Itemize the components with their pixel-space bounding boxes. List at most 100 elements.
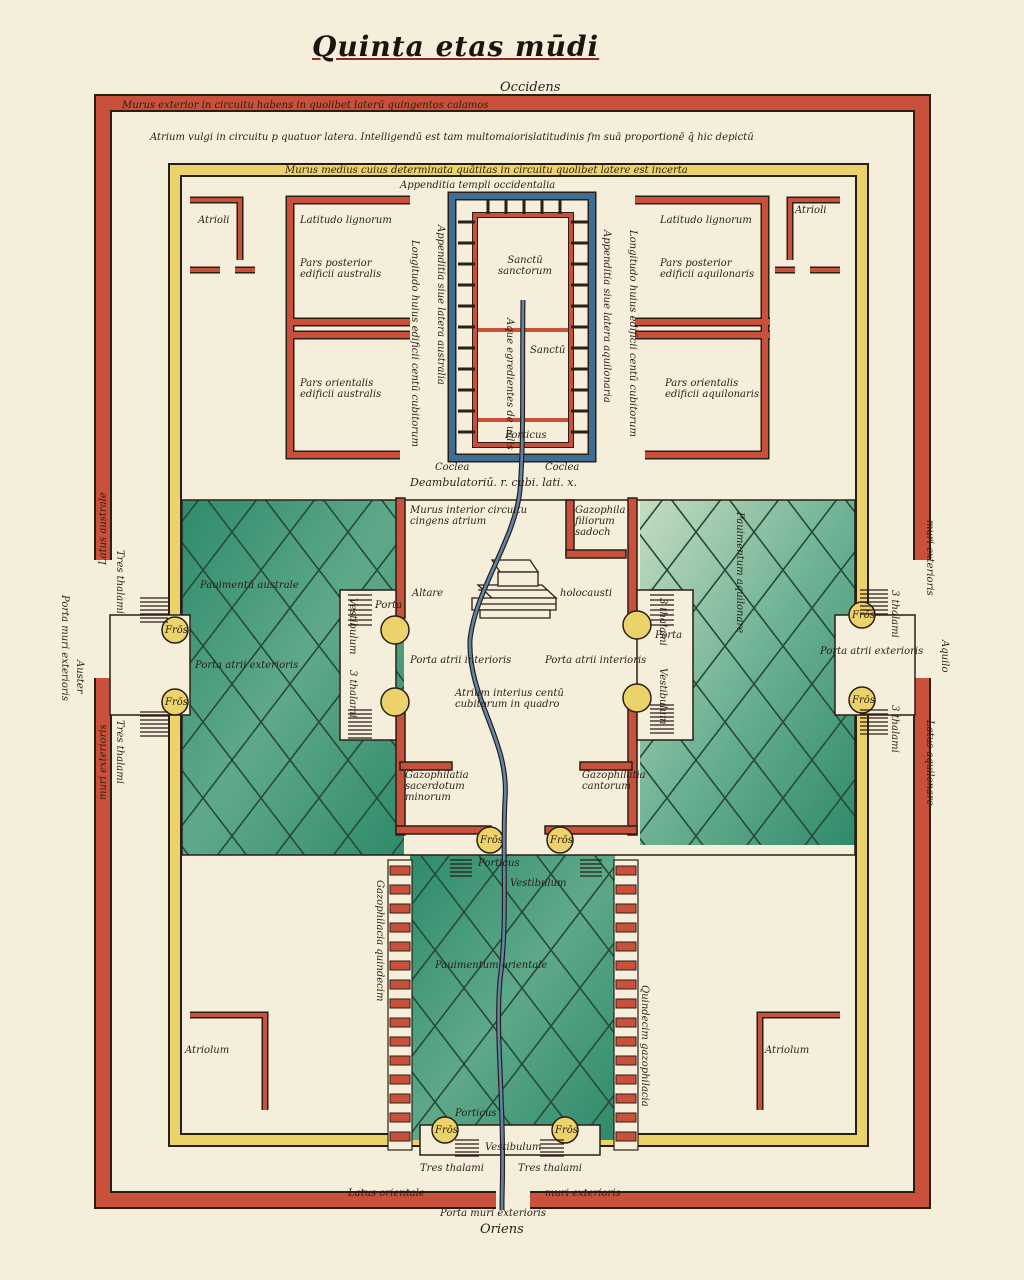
label-tres-thalami-right: Tres thalami [518,1163,582,1174]
label-porta-left-inner: Porta [375,600,403,611]
gazophilacium-cell [615,1112,637,1123]
gazophilacium-cell [389,884,411,895]
label-fros-inner-right: Frōs [550,835,573,846]
label-longitudo-aquilonaris: Longitudo huius edificii centū cubitorum [627,230,638,437]
label-coclea-left: Coclea [435,462,470,473]
gazophilacium-cell [615,884,637,895]
label-sanctum: Sanctū [530,345,566,356]
gazophilacium-cell [615,1131,637,1142]
label-vestibulum-inner: Vestibulum [510,878,567,889]
label-thalami-right-top: 3 thalami [889,590,900,638]
label-sanctum-sanctorum: Sanctū sanctorum [498,255,552,277]
label-gazophilacia-left: Gazophilacia quindecim [374,880,385,1002]
label-porticus-gate: Porticus [455,1108,497,1119]
altar-icon [471,559,558,619]
label-latus-orientale: Latus orientale [348,1188,425,1199]
label-porta-atrii-interioris-right: Porta atrii interioris [545,655,647,666]
label-oriens: Oriens [480,1222,524,1237]
gazophilacium-cell [615,979,637,990]
label-deambulatorium: Deambulatoriū. r. cubi. lati. x. [410,476,577,489]
gazophilacium-cell [389,1093,411,1104]
label-atrioli-top-right: Atrioli [795,205,827,216]
label-fros-gate-right: Frōs [555,1125,578,1136]
label-auster: Auster [74,660,85,694]
label-murus-medius: Murus medius cuius determinata quātitas … [285,165,688,176]
gazophilacium-cell [615,960,637,971]
gazophilacium-cell [615,1074,637,1085]
label-porticus-temple: Porticus [505,430,547,441]
green-pavements [181,499,856,1140]
label-latitudo-right: Latitudo lignorum [660,215,752,226]
gazophilacium-cell [615,922,637,933]
gazophilacium-cell [615,1093,637,1104]
label-porta-atrii-interioris-left: Porta atrii interioris [410,655,512,666]
label-fros-gate-left: Frōs [435,1125,458,1136]
label-muri-exterioris-right: muri exterioris [924,520,935,596]
label-thalami-left-inner: 3 thalami [347,670,358,718]
label-pars-posterior-aquilonaris: Pars posterior edificii aquilonaris [660,258,755,280]
gazophilacium-cell [389,979,411,990]
label-pauimentum-orientale: Pauimentum orientale [435,960,548,971]
inner-court-walls [395,497,638,836]
gazophilacium-cell [615,1036,637,1047]
stripes-right [615,865,637,1142]
label-tres-thalami-side-left: Tres thalami [114,550,125,614]
corner-atrioli-fill [190,198,840,1110]
label-fros-left-top: Frōs [165,625,188,636]
label-porta-muri-exterioris-left: Porta muri exterioris [59,595,70,701]
gazophilacium-cell [389,922,411,933]
label-porta-atrii-exterioris-right: Porta atrii exterioris [820,646,924,657]
label-thalami-right-bottom: 3 thalami [889,705,900,753]
label-muri-exterioris-bottom: muri exterioris [545,1188,621,1199]
label-appenditia-australia: Appenditia siue latera australia [435,225,446,385]
gazophilacium-cell [615,865,637,876]
label-murus-exterior: Murus exterior in circuitu habens in quo… [122,100,489,111]
gazophilacium-cell [389,1112,411,1123]
label-appenditia-aquilonaria: Appenditia siue latera aquilonaria [601,230,612,403]
label-fros-left-bottom: Frōs [165,697,188,708]
label-murus-interior: Murus interior circuitu cingens atrium [410,505,528,527]
gazophilacium-cell [389,960,411,971]
label-tres-thalami-left: Tres thalami [420,1163,484,1174]
label-pars-orientalis-aquilonaris: Pars orientalis edificii aquilonaris [665,378,760,400]
gate-medallions [161,601,876,1144]
label-porticus-inner: Porticus [478,858,520,869]
label-fros-inner-left: Frōs [480,835,503,846]
label-pars-posterior-australis: Pars posterior edificii australis [300,258,382,280]
label-latus-aquilonare: Latus aquilonare [924,720,935,806]
gazophilacium-cell [389,903,411,914]
label-porta-muri-exterioris: Porta muri exterioris [440,1208,546,1219]
label-aquilo: Aquilo [939,640,950,673]
gazophilacium-cell [615,998,637,1009]
label-latus-australe: Latus australe [98,492,109,565]
label-atrium-interius: Atrium interius centū cubitorum in quadr… [455,688,564,710]
label-atrioli-top-left: Atrioli [198,215,230,226]
label-holocausti: holocausti [560,588,613,599]
label-vestibulum-left-top: Vestibulum [347,598,358,655]
label-porta-right-inner: Porta [655,630,683,641]
label-longitudo-australis: Longitudo huius edificii centū cubitorum [409,240,420,447]
gazophilacium-cell [389,865,411,876]
gazophilacium-cell [615,941,637,952]
middle-wall [168,163,869,1147]
gazophilacium-cell [389,1074,411,1085]
label-vestibulum-gate: Vestibulum [485,1142,542,1153]
label-atrium-vulgi: Atrium vulgi in circuitu p quatuor later… [150,132,754,143]
label-pauimentum-aquilonare: Pauimentum aquilonare [734,512,745,634]
label-muri-exterioris-left: muri exterioris [98,724,109,800]
gate-stairs [140,589,888,1157]
river-water-color [468,299,525,1210]
gazophilacium-cell [389,941,411,952]
label-fros-right-top: Frōs [852,610,875,621]
label-gazophilatia-cantorum: Gazophilatia cantorum [582,770,646,792]
gazophilacium-cell [615,1017,637,1028]
stripes-left [389,865,411,1142]
label-fros-right-bottom: Frōs [852,695,875,706]
label-tres-thalami-side-left-2: Tres thalami [114,720,125,784]
gazophilacium-cell [389,1055,411,1066]
label-occidens: Occidens [500,80,561,95]
gazophilacium-cell [615,903,637,914]
label-atriolum-bottom-left: Atriolum [185,1045,230,1056]
